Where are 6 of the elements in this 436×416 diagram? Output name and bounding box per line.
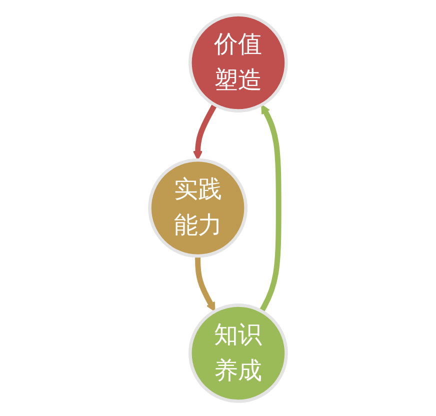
arrow: [259, 104, 282, 313]
arrow: [193, 103, 218, 160]
arrow: [195, 256, 216, 312]
node-circle: 实践能力: [148, 158, 248, 258]
node-circle: 知识养成: [188, 304, 288, 403]
node-circle: 价值塑造: [188, 13, 288, 112]
